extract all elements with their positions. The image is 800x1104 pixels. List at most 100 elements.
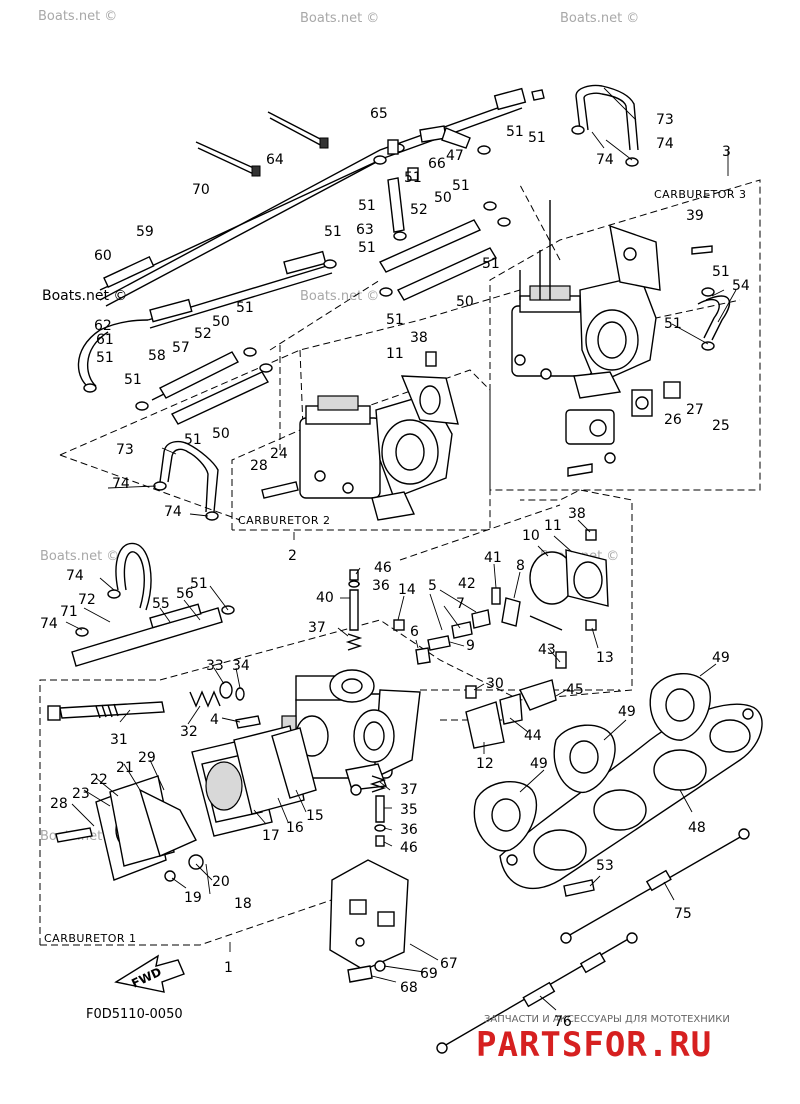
- callout-67: 67: [440, 956, 458, 972]
- callout-4: 4: [210, 712, 219, 728]
- callout-40: 40: [316, 590, 334, 606]
- callout-11-upper: 11: [386, 346, 404, 362]
- callout-50-right: 50: [456, 294, 474, 310]
- throttle-shaft: [47, 701, 165, 721]
- brand-logo: PARTSFOR.RU: [476, 1025, 712, 1065]
- callout-51-j: 51: [452, 178, 470, 194]
- callout-34: 34: [232, 658, 250, 674]
- callout-51-p: 51: [190, 576, 208, 592]
- fuel-pump-cover: [529, 529, 609, 669]
- callout-32: 32: [180, 724, 198, 740]
- callout-57: 57: [172, 340, 190, 356]
- callout-19: 19: [184, 890, 202, 906]
- section-title-carb1: CARBURETOR 1: [44, 932, 137, 945]
- callout-66: 66: [428, 156, 446, 172]
- callout-51-b: 51: [124, 372, 142, 388]
- carb2-boundary: [231, 369, 491, 531]
- callout-30: 30: [486, 676, 504, 692]
- callout-56: 56: [176, 586, 194, 602]
- callout-11-lower: 11: [544, 518, 562, 534]
- hose-52-upper: [378, 219, 482, 273]
- callout-18: 18: [234, 896, 252, 912]
- callout-16: 16: [286, 820, 304, 836]
- fuel-hose-long: [99, 87, 545, 307]
- callout-59: 59: [136, 224, 154, 240]
- watermark-mid-left: Boats.net ©: [40, 549, 119, 564]
- callout-51-g: 51: [358, 240, 376, 256]
- callout-12: 12: [476, 756, 494, 772]
- watermark-top-center: Boats.net ©: [300, 11, 379, 26]
- callout-63: 63: [356, 222, 374, 238]
- callout-51-k: 51: [482, 256, 500, 272]
- callout-74-a: 74: [656, 136, 674, 152]
- callout-54: 54: [732, 278, 750, 294]
- callout-39: 39: [686, 208, 704, 224]
- hose-73-top: [575, 84, 639, 151]
- callout-58: 58: [148, 348, 166, 364]
- jets-and-needles: [345, 569, 563, 847]
- callout-61: 61: [96, 332, 114, 348]
- callout-65: 65: [370, 106, 388, 122]
- link-rod-75: [560, 828, 750, 944]
- callout-47: 47: [446, 148, 464, 164]
- hose-54: [697, 295, 731, 341]
- callout-68: 68: [400, 980, 418, 996]
- hose-50-upper: [396, 247, 498, 301]
- cable-tie-70: [195, 141, 261, 177]
- callout-51-f: 51: [358, 198, 376, 214]
- callout-23: 23: [72, 786, 90, 802]
- carb1-base: [40, 879, 391, 946]
- callout-45: 45: [566, 682, 584, 698]
- callout-43: 43: [538, 642, 556, 658]
- callout-51-e: 51: [324, 224, 342, 240]
- carb1-adapter-stack: [55, 725, 317, 882]
- spring-32: [189, 690, 221, 708]
- callout-29: 29: [138, 750, 156, 766]
- callout-5: 5: [428, 578, 437, 594]
- callout-28-carb1: 28: [50, 796, 68, 812]
- watermark-top-left: Boats.net ©: [38, 9, 117, 24]
- callout-46-bottom: 46: [400, 840, 418, 856]
- callout-76: 76: [554, 1014, 572, 1030]
- section-title-carb2: CARBURETOR 2: [238, 514, 331, 527]
- callout-8: 8: [516, 558, 525, 574]
- callout-33: 33: [206, 658, 224, 674]
- section-title-carb3: CARBURETOR 3: [654, 188, 747, 201]
- callout-37-bottom: 37: [400, 782, 418, 798]
- callout-52-upper: 52: [410, 202, 428, 218]
- hose-50-carb2: [171, 371, 269, 425]
- callout-9: 9: [466, 638, 475, 654]
- callout-51-i: 51: [386, 312, 404, 328]
- callout-49-b: 49: [618, 704, 636, 720]
- callout-22: 22: [90, 772, 108, 788]
- callout-71: 71: [60, 604, 78, 620]
- callout-46-top: 46: [374, 560, 392, 576]
- watermark-mid-center: Boats.net ©: [300, 289, 379, 304]
- callout-49-c: 49: [712, 650, 730, 666]
- callout-52-carb2: 52: [194, 326, 212, 342]
- callout-50-upper: 50: [434, 190, 452, 206]
- fuel-hose-59: [99, 159, 381, 291]
- callout-27: 27: [686, 402, 704, 418]
- callout-41: 41: [484, 550, 502, 566]
- screw-4: [235, 715, 261, 729]
- callout-50-carb2: 50: [212, 426, 230, 442]
- callout-51-m: 51: [528, 130, 546, 146]
- callout-17: 17: [262, 828, 280, 844]
- bracket-44-45: [465, 679, 557, 749]
- callout-10: 10: [522, 528, 540, 544]
- callout-51-n: 51: [712, 264, 730, 280]
- callout-36-top: 36: [372, 578, 390, 594]
- callout-44: 44: [524, 728, 542, 744]
- callout-42: 42: [458, 576, 476, 592]
- callout-51-h: 51: [404, 170, 422, 186]
- link-dash-1: [59, 289, 521, 456]
- bracket-67: [329, 859, 409, 983]
- callout-51-c: 51: [184, 432, 202, 448]
- link-rod-76: [436, 932, 638, 1054]
- cable-tie-64: [267, 111, 329, 149]
- fwd-arrow: FWD: [114, 954, 185, 993]
- callout-72: 72: [78, 592, 96, 608]
- callout-24: 24: [270, 446, 288, 462]
